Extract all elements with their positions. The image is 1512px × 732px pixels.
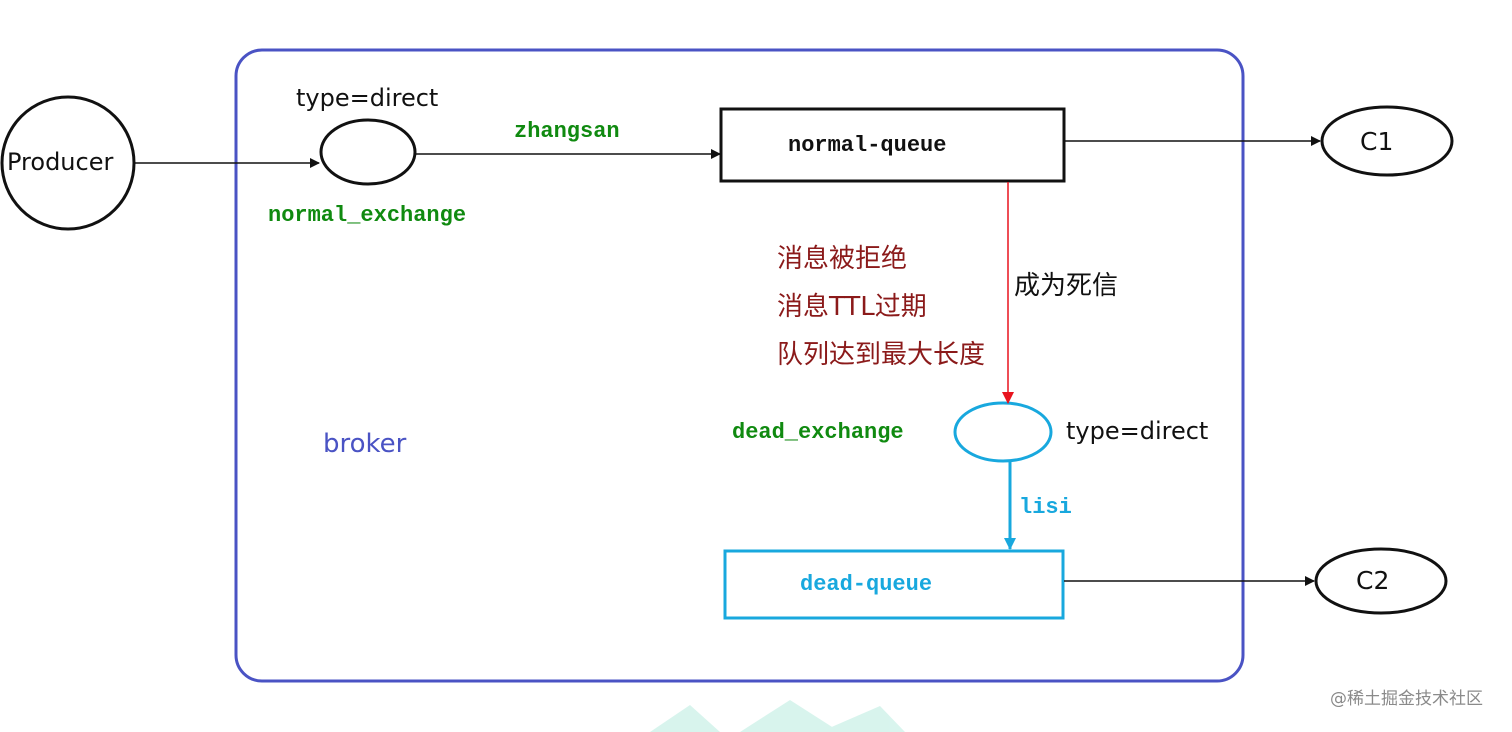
dead-reason-3: 队列达到最大长度 bbox=[777, 340, 986, 370]
dead-letter-arrow-label: 成为死信 bbox=[1014, 271, 1119, 301]
dead-exchange-type-label: type=direct bbox=[1066, 417, 1209, 445]
broker-label: broker bbox=[323, 429, 407, 459]
consumer-c2-node[interactable] bbox=[1314, 547, 1448, 615]
dead-queue-label: dead-queue bbox=[800, 572, 933, 597]
broker-boundary bbox=[234, 48, 1245, 683]
producer-label: Producer bbox=[7, 148, 114, 176]
normal-exchange-type-label: type=direct bbox=[296, 84, 439, 112]
watermark-text: @稀土掘金技术社区 bbox=[1330, 689, 1483, 709]
watermark-logo-shape bbox=[650, 700, 905, 732]
dead-exchange-node[interactable] bbox=[953, 401, 1053, 463]
consumer-c1-label: C1 bbox=[1360, 127, 1394, 156]
dead-reason-2: 消息TTL过期 bbox=[777, 292, 927, 322]
dead-reason-1: 消息被拒绝 bbox=[777, 244, 908, 274]
normal-exchange-node[interactable] bbox=[319, 118, 417, 186]
normal-routing-key-label: zhangsan bbox=[514, 119, 620, 144]
dead-routing-key-label: lisi bbox=[1019, 495, 1072, 520]
normal-queue-node[interactable] bbox=[719, 107, 1066, 183]
dead-queue-node[interactable] bbox=[723, 549, 1065, 620]
normal-queue-label: normal-queue bbox=[788, 133, 947, 158]
consumer-c2-label: C2 bbox=[1356, 566, 1390, 595]
consumer-c1-node[interactable] bbox=[1320, 105, 1454, 177]
normal-exchange-name-label: normal_exchange bbox=[268, 203, 467, 228]
dead-exchange-name-label: dead_exchange bbox=[732, 420, 904, 445]
